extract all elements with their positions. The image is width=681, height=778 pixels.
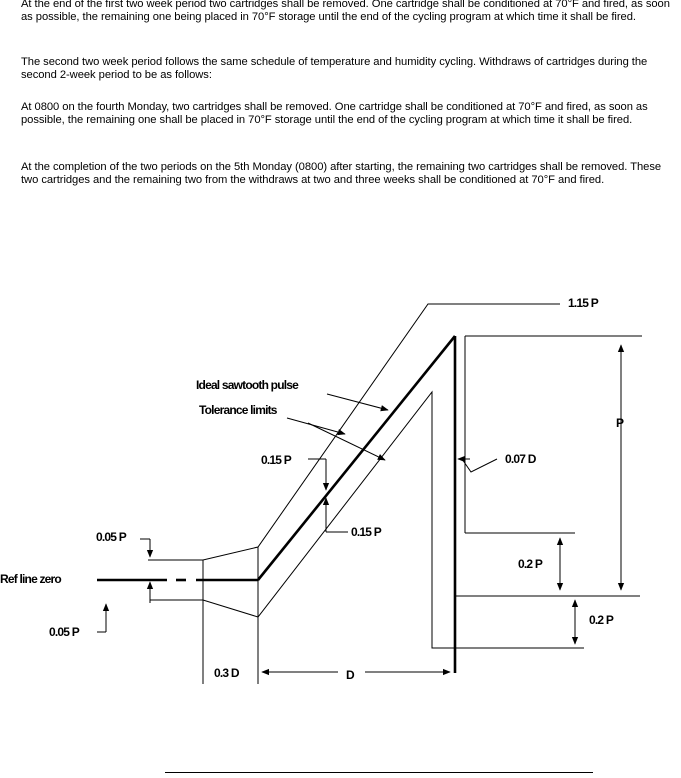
paragraph-second-period: The second two week period follows the s… — [21, 56, 648, 81]
tolerance-lower-label: 0.15 P — [351, 525, 382, 539]
upper-limit-label: 1.15 P — [568, 296, 599, 310]
start-lower-label: 0.05 P — [49, 625, 80, 639]
paragraph-fourth-monday: At 0800 on the fourth Monday, two cartri… — [21, 101, 648, 126]
tolerance-limits-label: Tolerance limits — [199, 403, 278, 417]
ref-line-zero-label: Ref line zero — [0, 572, 61, 586]
fall-time-label: 0.07 D — [505, 452, 537, 466]
duration-label: D — [346, 668, 355, 682]
tolerance-upper-label: 0.15 P — [261, 453, 292, 467]
footer-rule — [165, 772, 593, 773]
band-lower-label: 0.2 P — [589, 613, 614, 627]
paragraph-completion: At the completion of the two periods on … — [21, 161, 662, 186]
ideal-pulse-label: Ideal sawtooth pulse — [196, 378, 299, 392]
band-upper-label: 0.2 P — [518, 557, 543, 571]
dimension-arrows — [97, 344, 625, 676]
tolerance-limit-lines — [148, 303, 642, 684]
ideal-pulse-line — [97, 335, 457, 673]
peak-label: P — [616, 416, 624, 430]
pre-duration-label: 0.3 D — [214, 666, 240, 680]
start-upper-label: 0.05 P — [96, 530, 127, 544]
paragraph-first-period: At the end of the first two week period … — [21, 0, 670, 23]
